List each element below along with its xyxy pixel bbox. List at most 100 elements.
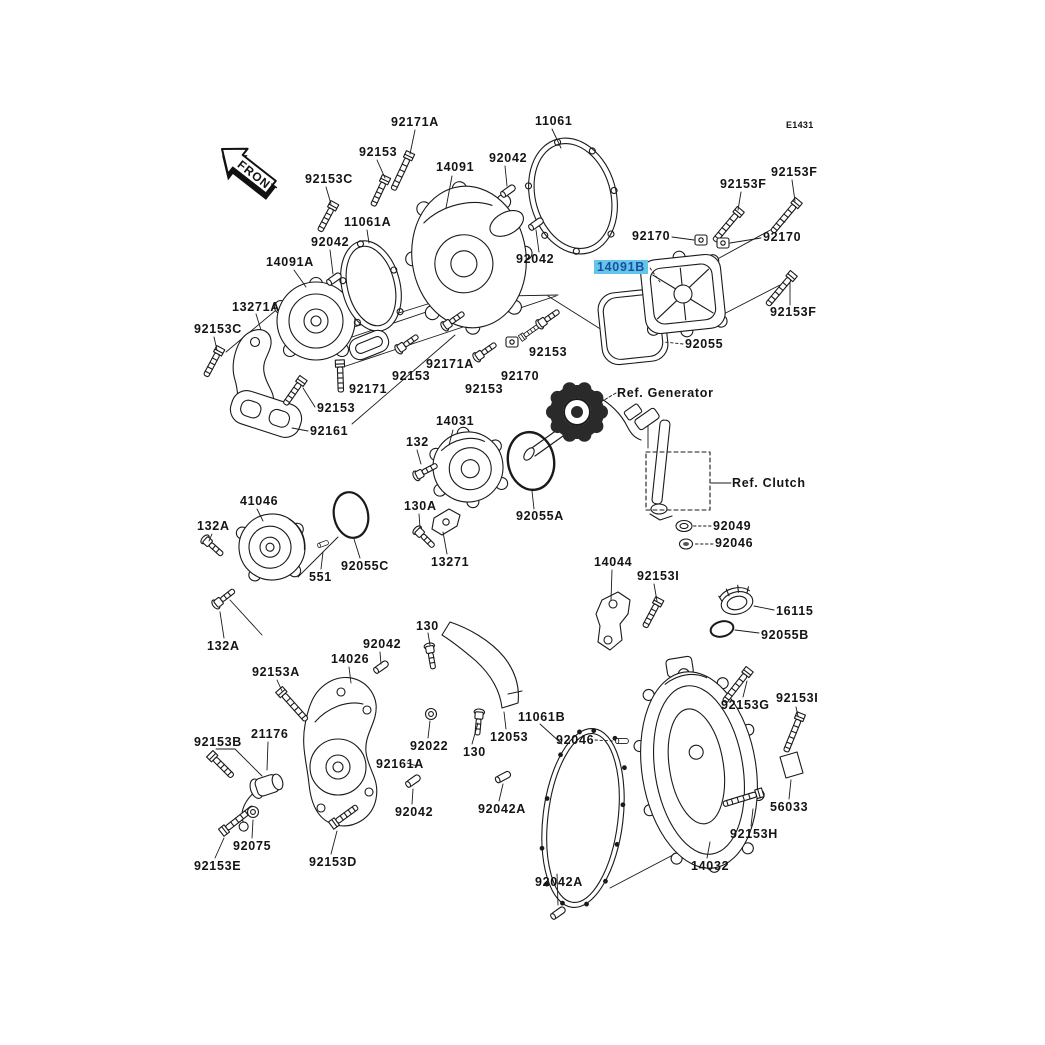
part-cap-16115 — [718, 584, 754, 615]
part-label: 92042 — [311, 235, 350, 249]
part-label: 92042 — [363, 637, 402, 651]
part-label: 92171A — [391, 115, 439, 129]
clamp-icon — [505, 336, 519, 348]
part-label: 92153G — [721, 698, 770, 712]
part-label: 11061B — [518, 710, 566, 724]
part-label: 16115 — [776, 604, 814, 618]
part-label: 92170 — [763, 230, 802, 244]
part-label: 92161 — [310, 424, 349, 438]
bolt-icon — [470, 339, 500, 364]
part-label: 92153F — [720, 177, 767, 191]
part-label: 14044 — [594, 555, 633, 569]
part-label: 21176 — [251, 727, 289, 741]
part-sensor-21176 — [238, 773, 284, 832]
pin-icon — [316, 539, 330, 549]
part-oring-92055C — [332, 491, 370, 539]
part-label: 92055C — [341, 559, 389, 573]
part-label: 130A — [404, 499, 437, 513]
part-gasket-11061 — [524, 137, 618, 255]
part-plate-13271 — [431, 508, 461, 536]
part-label: 92153 — [465, 382, 504, 396]
part-label-highlighted[interactable]: 14091B — [594, 260, 648, 274]
part-label: 56033 — [770, 800, 809, 814]
part-label: 92153E — [194, 859, 242, 873]
part-label: 92042 — [489, 151, 528, 165]
part-gasket-11061B — [539, 727, 627, 909]
part-cover-14031 — [429, 426, 509, 509]
part-label: Ref. Clutch — [732, 476, 806, 490]
part-label: 92042A — [478, 802, 526, 816]
part-label: 92055A — [516, 509, 564, 523]
part-label: 92153 — [359, 145, 398, 159]
part-label: 551 — [309, 570, 332, 584]
bolt-icon — [392, 331, 422, 356]
bolt-icon — [368, 174, 392, 209]
pin-icon — [404, 773, 422, 789]
part-label: 92153 — [392, 369, 431, 383]
part-label: 92170 — [632, 229, 671, 243]
bolt-icon — [423, 641, 439, 671]
bolt-icon — [209, 585, 238, 611]
bolt-icon — [334, 359, 346, 393]
part-label: 41046 — [240, 494, 279, 508]
part-label: 11061A — [344, 215, 392, 229]
part-plate-56033 — [779, 751, 804, 779]
bolt-icon — [198, 532, 227, 560]
nut-icon — [246, 805, 260, 819]
part-label: 92153I — [637, 569, 680, 583]
part-label: 92075 — [233, 839, 272, 853]
bolt-icon — [471, 708, 486, 736]
pin-icon — [493, 769, 513, 785]
part-label: 92022 — [410, 739, 449, 753]
part-label: 12053 — [490, 730, 529, 744]
part-label: 92153C — [194, 322, 242, 336]
part-label: 92046 — [715, 536, 754, 550]
part-label: 14032 — [691, 859, 730, 873]
part-label: E1431 — [786, 120, 814, 130]
bolt-icon — [201, 345, 226, 379]
part-label: 14031 — [436, 414, 475, 428]
part-label: 130 — [463, 745, 486, 759]
part-label: 92171 — [349, 382, 388, 396]
bolt-icon — [533, 306, 563, 331]
bolt-icon — [640, 596, 665, 630]
part-generator-stator — [523, 382, 642, 461]
part-label: 92042 — [516, 252, 555, 266]
leader-lines — [208, 128, 799, 906]
part-label: 92153F — [771, 165, 818, 179]
part-label: 14091 — [436, 160, 475, 174]
part-label: 92055B — [761, 628, 809, 642]
part-label: 132A — [207, 639, 240, 653]
nut-icon — [424, 707, 438, 721]
pin-icon — [549, 905, 567, 921]
part-label: 132 — [406, 435, 429, 449]
part-cover-14032 — [633, 655, 765, 873]
part-label: 130 — [416, 619, 439, 633]
part-label: 92153B — [194, 735, 242, 749]
construction-lines — [225, 221, 786, 889]
part-label: 92171A — [426, 357, 474, 371]
part-cover-14091B — [638, 250, 728, 338]
part-label: 92153I — [776, 691, 819, 705]
clamp-icon — [694, 234, 708, 246]
part-label: 92153 — [529, 345, 568, 359]
part-label: 132A — [197, 519, 230, 533]
front-arrow: FRONT — [221, 147, 280, 200]
part-label: 14026 — [331, 652, 370, 666]
bolt-icon — [206, 750, 237, 781]
part-label: 92170 — [501, 369, 540, 383]
part-bracket-14044 — [595, 591, 631, 651]
bolt-icon — [315, 200, 340, 234]
pin-icon — [615, 738, 629, 744]
bolt-icon — [275, 685, 311, 724]
part-label: 92042A — [535, 875, 583, 889]
part-oring-92055A — [506, 430, 556, 492]
part-label: 92153 — [317, 401, 356, 415]
part-label: 92153A — [252, 665, 300, 679]
bolt-icon — [763, 269, 798, 309]
clamp-icon — [716, 237, 730, 249]
part-gasket-11061A — [339, 240, 404, 332]
part-label: 92153D — [309, 855, 357, 869]
